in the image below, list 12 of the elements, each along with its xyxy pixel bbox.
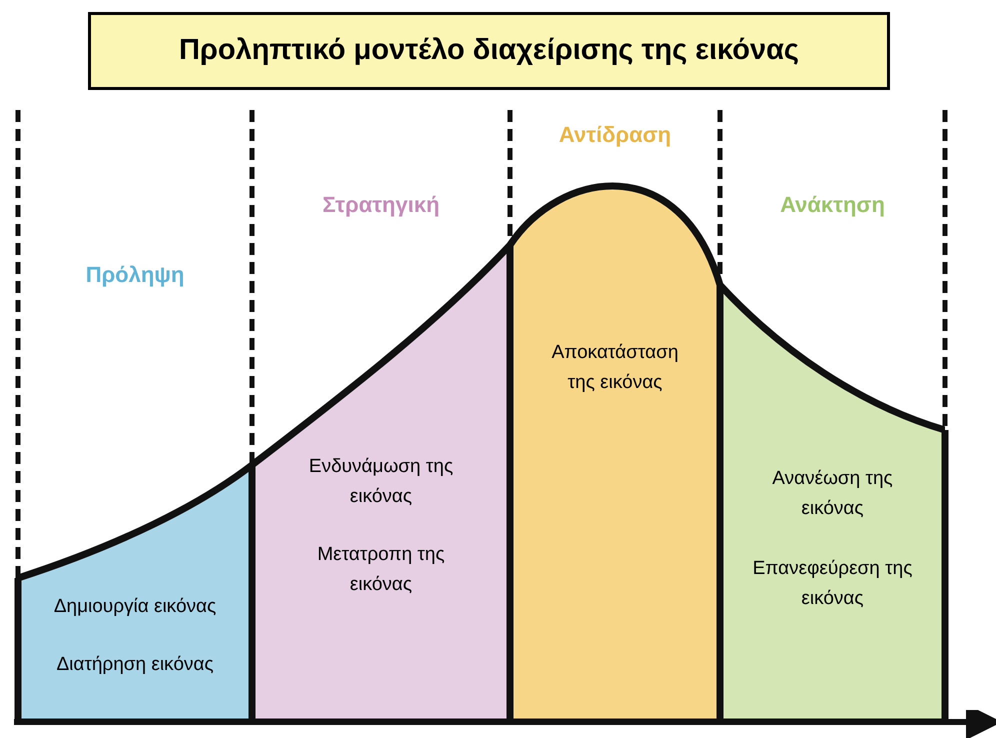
title: Προληπτικό μοντέλο διαχείρισης της εικόνας: [178, 33, 800, 68]
phase-heading: Στρατηγική: [321, 191, 441, 219]
phase-heading: Πρόληψη: [84, 261, 186, 289]
phase-item: Διατήρηση εικόνας: [55, 653, 215, 677]
phase-heading: Ανάκτηση: [779, 191, 886, 219]
phase-item: Αποκατάσταση της εικόνας: [550, 341, 680, 395]
phase-heading: Αντίδραση: [558, 121, 672, 149]
phase-item: Μετατροπη της εικόνας: [316, 543, 446, 597]
phase-item: Επανεφεύρεση της εικόνας: [752, 557, 914, 611]
phase-item: Δημιουργία εικόνας: [52, 595, 218, 619]
phase-item: Ενδυνάμωση της εικόνας: [308, 455, 454, 509]
phase-item: Ανανέωση της εικόνας: [771, 467, 894, 521]
